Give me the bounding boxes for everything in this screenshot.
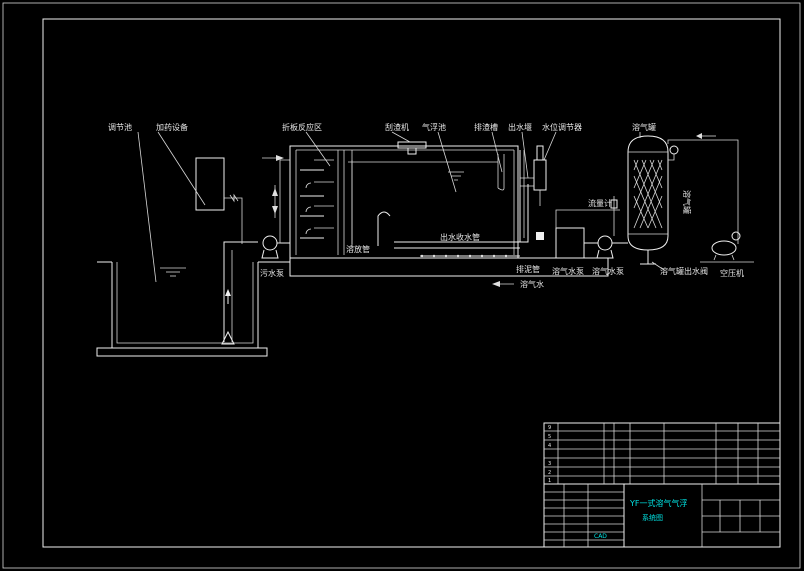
label-slag-tank: 排渣槽: [474, 122, 498, 132]
label-float-tank: 气浮池: [422, 122, 446, 132]
label-air-pump: 溶气水泵: [552, 266, 584, 276]
suction-pipe: [221, 241, 258, 345]
label-release-pipe: 溶放管: [346, 244, 370, 254]
label-adjust-tank: 调节池: [108, 122, 132, 132]
flowmeter: [610, 196, 618, 236]
scraper: [391, 131, 427, 155]
label-outlet-weir: 出水堰: [508, 122, 532, 132]
label-dissolved-pump: 溶气水泵: [592, 266, 624, 276]
title-block-code-5: 2: [548, 470, 551, 476]
label-sludge-pipe: 排泥管: [516, 264, 540, 274]
label-tank-side: 溶气罐: [682, 190, 692, 214]
label-dosing-device: 加药设备: [156, 122, 188, 132]
title-block-cad: CAD: [594, 533, 607, 540]
title-block: [543, 422, 781, 548]
title-block-title: YF一式溶气气浮: [629, 498, 688, 508]
label-sewage-pump: 污水泵: [260, 268, 284, 278]
title-block-code-2: 5: [548, 434, 551, 440]
float-tank: [289, 145, 609, 277]
title-block-code-1: 9: [548, 425, 551, 431]
dosing-device: [157, 131, 243, 244]
air-line: [667, 133, 739, 244]
dissolved-air-tank: [627, 132, 669, 265]
level-controller: [520, 145, 547, 240]
label-air-compressor: 空压机: [720, 268, 744, 278]
label-scraper: 刮渣机: [385, 122, 409, 132]
title-block-subtitle: 系统图: [642, 513, 663, 522]
label-level-control: 水位调节器: [542, 122, 582, 132]
title-block-code-6: 1: [548, 478, 551, 484]
label-flowmeter: 流量计: [588, 198, 612, 208]
adjust-tank: [96, 131, 290, 357]
dissolved-water-flow: [492, 281, 514, 287]
sewage-pump: [261, 235, 290, 259]
feed-line: [262, 155, 290, 244]
label-dissolved-tank: 溶气罐: [632, 122, 656, 132]
label-tank-outlet-valve: 溶气罐出水阀: [660, 266, 708, 276]
air-compressor: [700, 231, 754, 263]
title-block-code-3: 4: [548, 443, 551, 449]
sludge-tank: [555, 209, 628, 259]
inner-frame: [42, 18, 781, 548]
title-block-code-4: 3: [548, 461, 551, 467]
label-outlet-pipe: 出水收水管: [440, 232, 480, 242]
label-reaction-zone: 折板反应区: [282, 122, 322, 132]
label-dissolved-water: 溶气水: [520, 279, 544, 289]
